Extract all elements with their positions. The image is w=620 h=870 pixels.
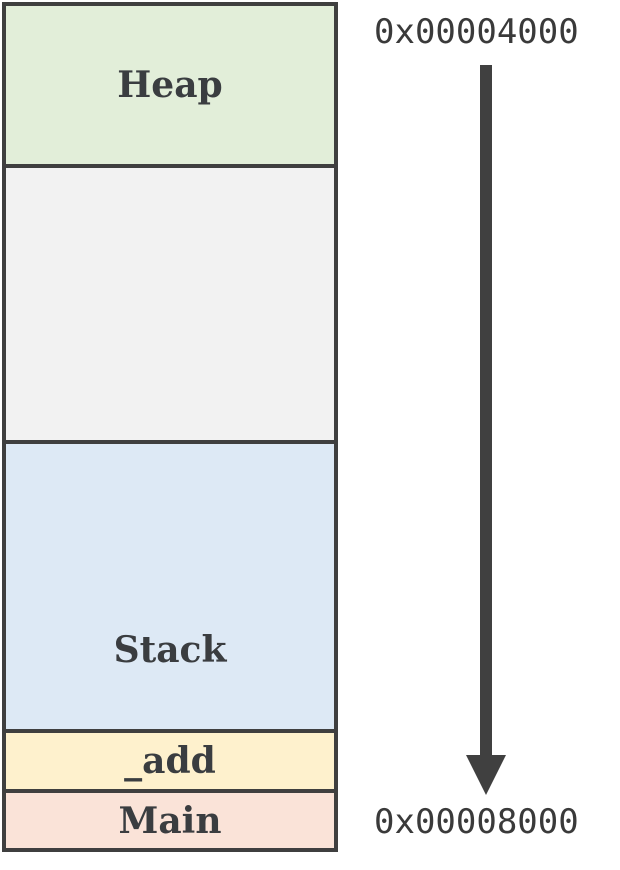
free-space-segment (6, 168, 334, 444)
top-address-label: 0x00004000 (374, 12, 579, 52)
stack-label: Stack (113, 629, 227, 671)
memory-layout-column: Heap Stack _add Main (2, 2, 338, 852)
main-frame-label: Main (118, 799, 222, 842)
stack-segment: Stack (6, 444, 334, 733)
arrow-shaft (480, 65, 492, 755)
arrow-head (466, 755, 506, 795)
add-frame-label: _add (124, 740, 216, 782)
address-direction-arrow (466, 65, 506, 795)
heap-segment: Heap (6, 6, 334, 168)
bottom-address-label: 0x00008000 (374, 802, 579, 842)
add-frame-segment: _add (6, 733, 334, 793)
main-frame-segment: Main (6, 793, 334, 848)
heap-label: Heap (117, 64, 223, 106)
